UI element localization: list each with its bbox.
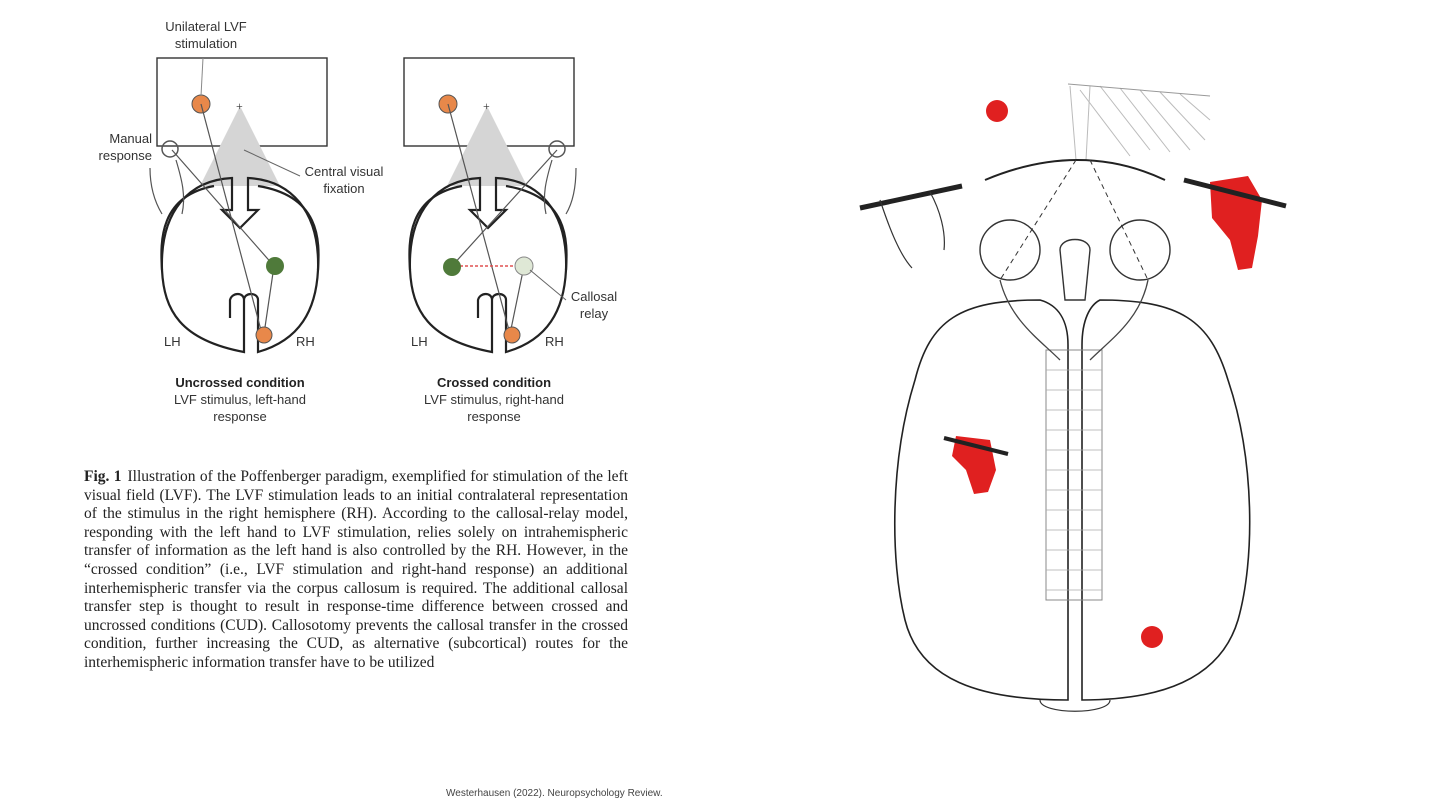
label-manual-line1: Manual	[109, 131, 152, 146]
caption-fig-label: Fig. 1	[84, 468, 122, 485]
lh-node-right	[443, 258, 461, 276]
label-relay-line2: relay	[579, 306, 609, 321]
activation-right-top	[1210, 176, 1262, 270]
hand-right-icon	[543, 159, 577, 215]
pen-middle-icon	[943, 436, 1009, 456]
label-central-fixation: Central visual fixation	[296, 163, 392, 197]
condition-uncrossed: Uncrossed condition LVF stimulus, left-h…	[150, 374, 330, 425]
optic-tracts	[999, 279, 1149, 361]
hemisphere-right	[1081, 299, 1251, 701]
brain-top-left	[160, 176, 320, 271]
hand-drawing-left-icon	[879, 191, 945, 269]
label-manual-response: Manual response	[92, 130, 152, 164]
fixation-leader	[243, 149, 301, 177]
brain-illustration	[859, 83, 1287, 712]
visual-field-arc	[984, 159, 1166, 181]
condition-uncrossed-line1: LVF stimulus, left-hand	[174, 392, 306, 407]
label-fixation-line2: fixation	[323, 181, 365, 196]
brain-top-right	[408, 176, 568, 271]
path-line-d	[447, 103, 511, 335]
optic-chiasm	[1059, 238, 1091, 301]
label-lh-right: LH	[411, 334, 428, 349]
hatch-edge	[1067, 83, 1211, 97]
condition-crossed-title: Crossed condition	[436, 375, 552, 390]
condition-crossed-line2: response	[467, 409, 521, 424]
crossed-panel: +	[403, 57, 577, 354]
stimulation-leader	[200, 57, 204, 97]
label-rh-right: RH	[545, 334, 564, 349]
pen-left-icon	[859, 183, 963, 211]
brainstem-base	[1039, 699, 1111, 712]
rh-node-left	[266, 257, 284, 275]
fixation-cone-right	[447, 106, 527, 186]
label-manual-line2: response	[98, 148, 152, 163]
label-unilateral-lvf: Unilateral LVF stimulation	[158, 18, 254, 52]
path-line-f	[509, 265, 525, 335]
visual-ray-right	[1089, 159, 1149, 281]
motor-node-right	[503, 326, 521, 344]
visual-hatch	[1069, 85, 1211, 161]
citation: Westerhausen (2022). Neuropsychology Rev…	[446, 788, 663, 799]
path-line-c	[263, 265, 275, 335]
path-line-a	[200, 103, 263, 335]
caption-text: Illustration of the Poffenberger paradig…	[84, 468, 628, 671]
label-relay-line1: Callosal	[570, 289, 618, 304]
label-rh-left: RH	[296, 334, 315, 349]
stimulus-dot-bottom	[1141, 626, 1163, 648]
fixation-cross-left: +	[236, 99, 243, 113]
eye-right	[1109, 219, 1171, 281]
visual-ray-left	[999, 159, 1077, 281]
hand-left-icon	[149, 159, 185, 215]
condition-uncrossed-title: Uncrossed condition	[175, 375, 305, 390]
pen-right-icon	[1183, 177, 1287, 209]
condition-uncrossed-line2: response	[213, 409, 267, 424]
condition-crossed: Crossed condition LVF stimulus, right-ha…	[400, 374, 588, 425]
corpus-callosum	[1045, 349, 1103, 601]
path-line-e	[451, 149, 558, 267]
activation-left-middle	[952, 436, 996, 494]
response-button-left	[161, 140, 179, 158]
stimulus-dot-top	[986, 100, 1008, 122]
relay-leader	[529, 269, 567, 301]
brain-outline-left	[160, 184, 320, 354]
uncrossed-panel: +	[149, 57, 328, 354]
response-button-right	[548, 140, 566, 158]
label-unilateral-line2: stimulation	[174, 36, 238, 51]
label-lh-left: LH	[164, 334, 181, 349]
label-fixation-line1: Central visual	[304, 164, 384, 179]
rh-node-right	[514, 256, 534, 276]
hemisphere-left	[893, 299, 1069, 701]
eye-left	[979, 219, 1041, 281]
fixation-cone-left	[200, 106, 280, 186]
fixation-cross-right: +	[483, 99, 490, 113]
label-unilateral-line1: Unilateral LVF	[165, 19, 247, 34]
condition-crossed-line1: LVF stimulus, right-hand	[424, 392, 564, 407]
callosum-hatch	[1046, 369, 1102, 591]
label-callosal-relay: Callosal relay	[566, 288, 622, 322]
path-line-b	[171, 149, 275, 267]
motor-node-left	[255, 326, 273, 344]
brain-outline-right	[408, 184, 568, 354]
